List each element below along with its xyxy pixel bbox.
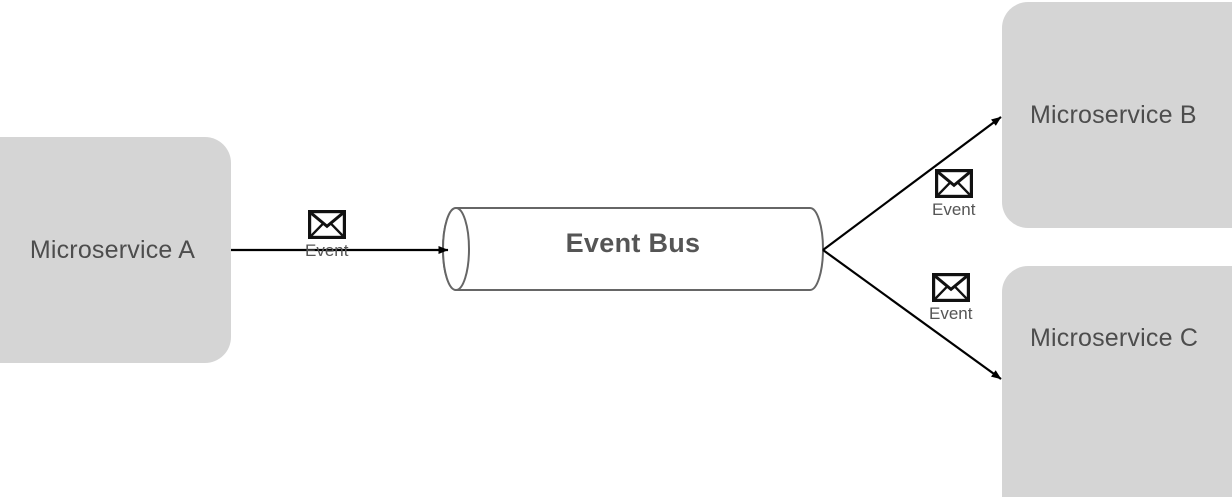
node-microservice-c-label: Microservice C xyxy=(1030,323,1199,352)
node-microservice-a-label: Microservice A xyxy=(29,235,196,264)
envelope-icon xyxy=(934,169,973,198)
envelope-icon xyxy=(307,210,346,239)
node-microservice-b[interactable]: Microservice B xyxy=(1002,2,1232,228)
node-microservice-c[interactable]: Microservice C xyxy=(1002,266,1232,497)
edge-label-a-to-bus: Event xyxy=(305,241,349,260)
edge-badge-bus-to-c: Event xyxy=(929,273,972,324)
node-microservice-a[interactable]: Microservice A xyxy=(0,137,231,363)
edge-badge-a-to-bus: Event xyxy=(305,210,348,261)
arrow-bus-to-c xyxy=(822,249,1002,380)
node-event-bus-label: Event Bus xyxy=(565,228,701,258)
node-microservice-b-label: Microservice B xyxy=(1030,100,1197,129)
envelope-icon xyxy=(931,273,970,302)
edge-label-bus-to-b: Event xyxy=(932,200,976,219)
event-bus-shape[interactable] xyxy=(442,207,824,291)
edge-label-bus-to-c: Event xyxy=(929,304,973,323)
edge-badge-bus-to-b: Event xyxy=(932,169,975,220)
arrow-bus-to-b xyxy=(822,116,1002,251)
